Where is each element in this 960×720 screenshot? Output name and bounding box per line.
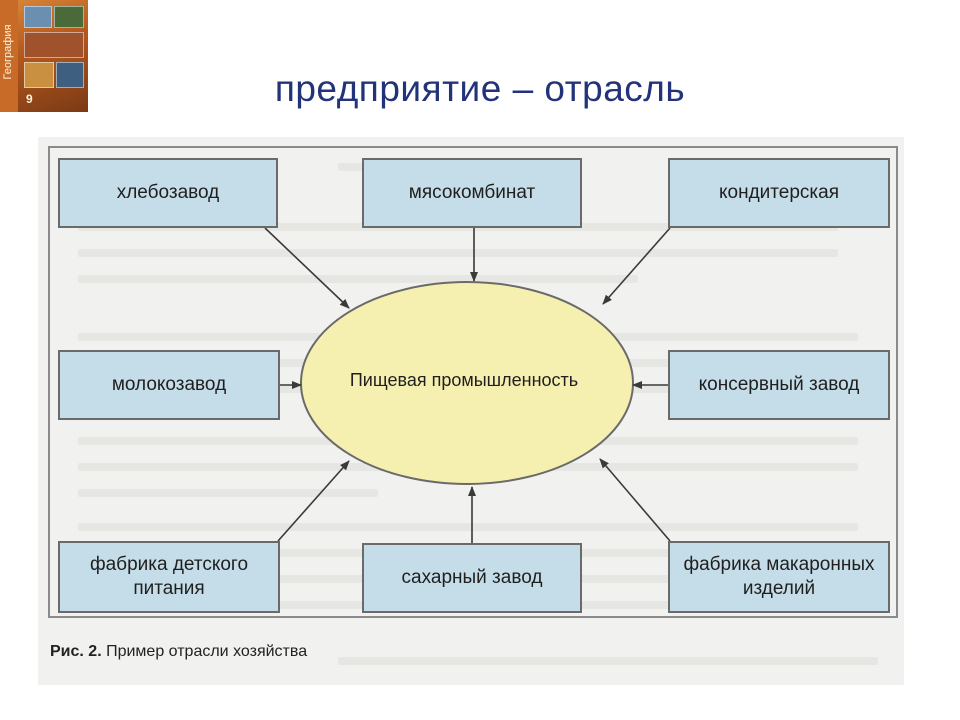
textbook-cover-thumbnail: География 9 <box>0 0 88 112</box>
figure-caption: Рис. 2. Пример отрасли хозяйства <box>50 643 307 661</box>
node-konditerskaya: кондитерская <box>668 158 890 228</box>
cover-photo-tile <box>24 62 54 88</box>
cover-photo-tile <box>24 6 52 28</box>
node-detskoe: фабрика детского питания <box>58 541 280 613</box>
slide-title: предприятие – отрасль <box>274 68 686 109</box>
scan-ghost-text <box>338 657 878 665</box>
node-myasokombinat: мясокомбинат <box>362 158 582 228</box>
arrow-hlebozavod <box>264 227 350 309</box>
caption-number: Рис. 2. <box>50 643 102 660</box>
scan-ghost-text <box>78 489 378 497</box>
cover-photo-tile <box>54 6 84 28</box>
scan-ghost-text <box>78 275 638 283</box>
arrow-detskoe <box>277 460 350 542</box>
cover-photo-tile <box>24 32 84 58</box>
node-hlebozavod: хлебозавод <box>58 158 278 228</box>
node-konservnyy: консервный завод <box>668 350 890 420</box>
cover-photo-tile <box>56 62 84 88</box>
node-molokozavod: молокозавод <box>58 350 280 420</box>
cover-spine <box>0 0 18 112</box>
arrow-konditerskaya <box>602 227 671 305</box>
node-makaronnye: фабрика макаронных изделий <box>668 541 890 613</box>
scan-ghost-text <box>78 249 838 257</box>
node-sakharnyy: сахарный завод <box>362 543 582 613</box>
caption-text: Пример отрасли хозяйства <box>106 643 308 660</box>
arrow-makaronnye <box>599 458 671 542</box>
central-label: Пищевая промышленность <box>349 370 579 390</box>
diagram-frame <box>48 146 898 618</box>
cover-grade: 9 <box>26 92 33 106</box>
scan-ghost-text <box>78 523 858 531</box>
